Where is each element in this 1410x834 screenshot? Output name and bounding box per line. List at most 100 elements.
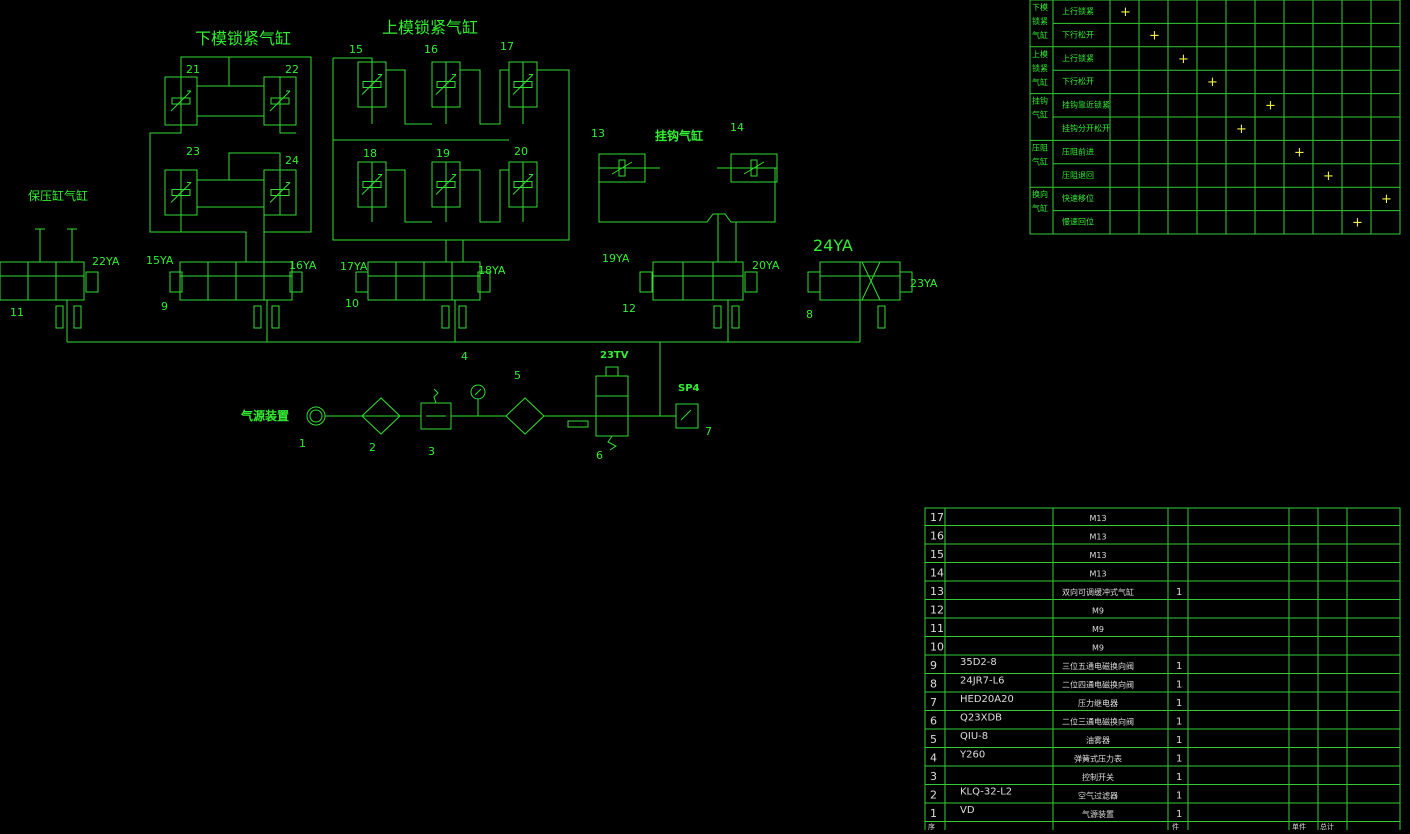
throttle-arrow [361,74,383,95]
title-air-source: 气源装置 [240,408,289,423]
pipe-line [149,125,247,250]
parts-footer-label: 单件 [1292,822,1306,830]
parts-row-no: 6 [930,715,937,728]
pipe-line [386,169,432,223]
solenoid-label: 19YA [602,252,630,265]
parts-row-no: 14 [930,567,944,580]
throttle-arrow [611,161,633,175]
muffler [441,305,450,329]
seq-action-label: 上行锁紧 [1062,6,1094,16]
parts-row-code: 24JR7-L6 [960,676,1005,687]
seq-action-label: 压阻前进 [1062,146,1094,156]
regulator-spring [433,388,439,404]
parts-row-name: M9 [1092,607,1104,616]
parts-row-no: 12 [930,604,944,617]
valve-cell-10 [367,261,397,301]
cyl-num: 21 [186,63,200,76]
source-num: 7 [705,425,712,438]
seq-plus-mark: + [1236,122,1247,137]
parts-table-frame [924,507,1401,833]
pipe-line [332,58,570,241]
parts-row-name: 三位五通电磁换向阀 [1062,661,1134,671]
parts-row-no: 4 [930,752,937,765]
throttle-arrow [435,74,457,95]
lubricator-symbol [505,397,545,435]
title-lower-lock: 下模锁紧气缸 [195,29,291,48]
valve-cell-9 [235,261,265,301]
source-num: 5 [514,369,521,382]
parts-row-qty: 1 [1176,735,1182,746]
throttle-arrow [170,182,192,203]
solenoid-coil [807,271,821,293]
solenoid-label: 22YA [92,255,120,268]
parts-row-code: Y260 [959,750,985,761]
valve-num: 4 [461,350,468,363]
seq-group-label: 上模锁紧气缸 [1032,49,1048,87]
cyl-num: 15 [349,43,363,56]
cyl-num: 18 [363,147,377,160]
valve-cell-8 [859,261,901,301]
cylinder-piston [362,81,382,88]
cylinder-piston [171,97,191,105]
parts-row-qty: 1 [1176,772,1182,783]
cyl-num: 13 [591,127,605,140]
cyl-num: 24 [285,154,299,167]
seq-group-label-line: 下模 [1032,2,1048,12]
valve-cell-10 [395,261,425,301]
parts-row-qty: 1 [1176,754,1182,765]
seq-group-label-line: 锁紧 [1032,16,1048,26]
seq-group-label-line: 气缸 [1032,203,1048,213]
seq-plus-mark: + [1352,216,1363,231]
solenoid-coil [899,271,913,293]
muffler [253,305,262,329]
solenoid-label: 23YA [910,277,938,290]
parts-footer-label: 总计 [1320,822,1334,830]
parts-row-no: 7 [930,696,937,709]
seq-plus-mark: + [1207,75,1218,90]
seq-group-label-line: 上模 [1032,49,1048,59]
seq-action-label: 慢速回位 [1062,217,1094,227]
pipe-line [228,56,312,233]
valve-cell-12 [682,261,714,301]
parts-row-no: 10 [930,641,944,654]
parts-row-no: 9 [930,659,937,672]
seq-plus-mark: + [1178,52,1189,67]
muffler [731,305,740,329]
solenoid-label: 20YA [752,259,780,272]
parts-row-no: 1 [930,807,937,820]
valve-cell-11 [0,261,29,301]
valve-cell-9 [179,261,209,301]
cylinder-piston [436,81,456,88]
parts-row-no: 3 [930,770,937,783]
throttle-arrow [512,174,534,195]
source-num: 6 [596,449,603,462]
seq-group-label-line: 锁紧 [1032,63,1048,73]
valve-cell-10 [451,261,481,301]
valve-cell-8 [819,261,861,301]
parts-footer-label: 件 [1172,822,1179,830]
valve-num: 11 [10,306,24,319]
parts-row-name: 二位三通电磁换向阀 [1062,717,1134,727]
valve-cell-12 [712,261,744,301]
muffler [271,305,280,329]
cylinder-link [196,179,265,208]
sequence-table: 下模锁紧气缸上行锁紧下行松开上模锁紧气缸上行锁紧下行松开挂钩气缸挂钩靠近锁紧挂钩… [1029,0,1401,235]
cyl-num: 17 [500,40,514,53]
seq-action-label: 压阻退回 [1062,171,1094,180]
cylinder-piston [618,159,626,177]
seq-plus-mark: + [1120,5,1131,20]
seq-group-label-line: 挂钩 [1032,96,1048,106]
cylinder-piston [362,181,382,188]
seq-plus-mark: + [1294,145,1305,160]
parts-row-no: 13 [930,585,944,598]
parts-row-code: KLQ-32-L2 [960,787,1012,798]
parts-row-name: M13 [1089,533,1106,542]
cyl-num: 20 [514,145,528,158]
solenoid-label: 15YA [146,254,174,267]
cyl-num: 14 [730,121,744,134]
pressure-switch [675,403,699,429]
seq-group-label: 下模锁紧气缸 [1032,2,1048,40]
valve-num: 8 [806,308,813,321]
muffler [713,305,722,329]
parts-row-code: 35D2-8 [960,657,997,668]
